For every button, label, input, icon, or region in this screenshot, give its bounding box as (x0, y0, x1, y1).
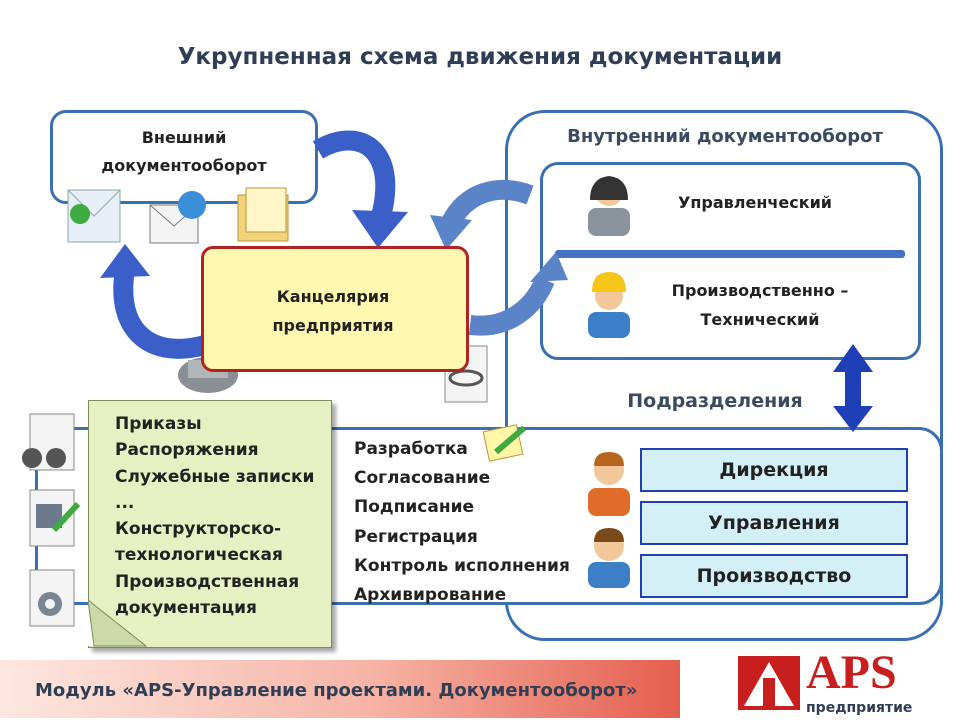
document-type-item: Распоряжения (115, 440, 259, 461)
management-label: Управленческий (678, 193, 832, 212)
person-icon-2 (588, 528, 630, 588)
document-type-item: Производственная (115, 571, 300, 592)
logo-brand: APS (806, 646, 897, 699)
logo-icon (738, 656, 800, 710)
edit-document-icon (29, 489, 81, 547)
footer-band (0, 660, 680, 718)
manager-person-icon (588, 176, 630, 236)
process-step: Разработка (354, 439, 468, 459)
chancellery-label: Канцелярия предприятия (272, 287, 394, 335)
worker-person-icon (588, 272, 630, 338)
arrow-head-2 (100, 244, 150, 278)
arrow-external-to-chancellery (312, 130, 396, 223)
arrow-head-1 (352, 210, 408, 248)
process-step: Регистрация (354, 526, 478, 547)
pencil-note-icon (482, 424, 526, 462)
process-step: Контроль исполнения (354, 555, 570, 576)
document-types-note (88, 400, 332, 648)
document-type-item: ... (115, 492, 135, 513)
arrow-head-4 (530, 252, 568, 282)
note-folded-corner (88, 600, 148, 647)
arrow-chancellery-to-internal (468, 275, 555, 336)
document-type-item: Приказы (115, 414, 202, 434)
arrow-head-3 (430, 215, 472, 250)
double-arrow-bottom (833, 406, 873, 432)
department-production: Производство (640, 554, 908, 598)
process-step: Подписание (354, 497, 475, 518)
external-workflow-label: Внешний документооборот (101, 128, 267, 175)
person-icon-1 (588, 452, 630, 516)
chancellery-box (201, 246, 469, 372)
document-type-item: технологическая (115, 545, 283, 566)
settings-document-icon (29, 569, 75, 627)
department-directorate: Дирекция (640, 448, 908, 492)
logo-subtitle: предприятие (806, 700, 913, 716)
mail-icon (67, 189, 121, 243)
document-types-list: Приказы Распоряжения Служебные записки .… (115, 411, 335, 621)
process-step: Согласование (354, 468, 491, 489)
footer-caption: Модуль «APS-Управление проектами. Докуме… (35, 680, 638, 701)
internal-workflow-title: Внутренний документооборот (567, 126, 883, 147)
logo-triangle-icon (744, 662, 794, 706)
departments-title: Подразделения (627, 390, 803, 412)
document-type-item: документация (115, 598, 257, 619)
binoculars-document-icon (22, 413, 75, 471)
envelope-icon (149, 191, 206, 244)
divider-bar (555, 250, 905, 258)
document-type-item: Конструкторско- (115, 519, 282, 540)
double-arrow-shaft (845, 368, 861, 410)
diagram-title: Укрупненная схема движения документации (177, 44, 783, 70)
double-arrow-top (833, 344, 873, 372)
production-technical-label: Производственно – Технический (671, 281, 849, 329)
process-steps-list: Разработка Согласование Подписание Регис… (354, 435, 594, 610)
arrow-chancellery-to-external (113, 268, 208, 359)
arrow-internal-to-chancellery (440, 179, 534, 230)
process-step: Архивирование (354, 585, 507, 606)
document-type-item: Служебные записки (115, 466, 315, 487)
department-administrations: Управления (640, 501, 908, 545)
folder-icon (237, 187, 289, 242)
